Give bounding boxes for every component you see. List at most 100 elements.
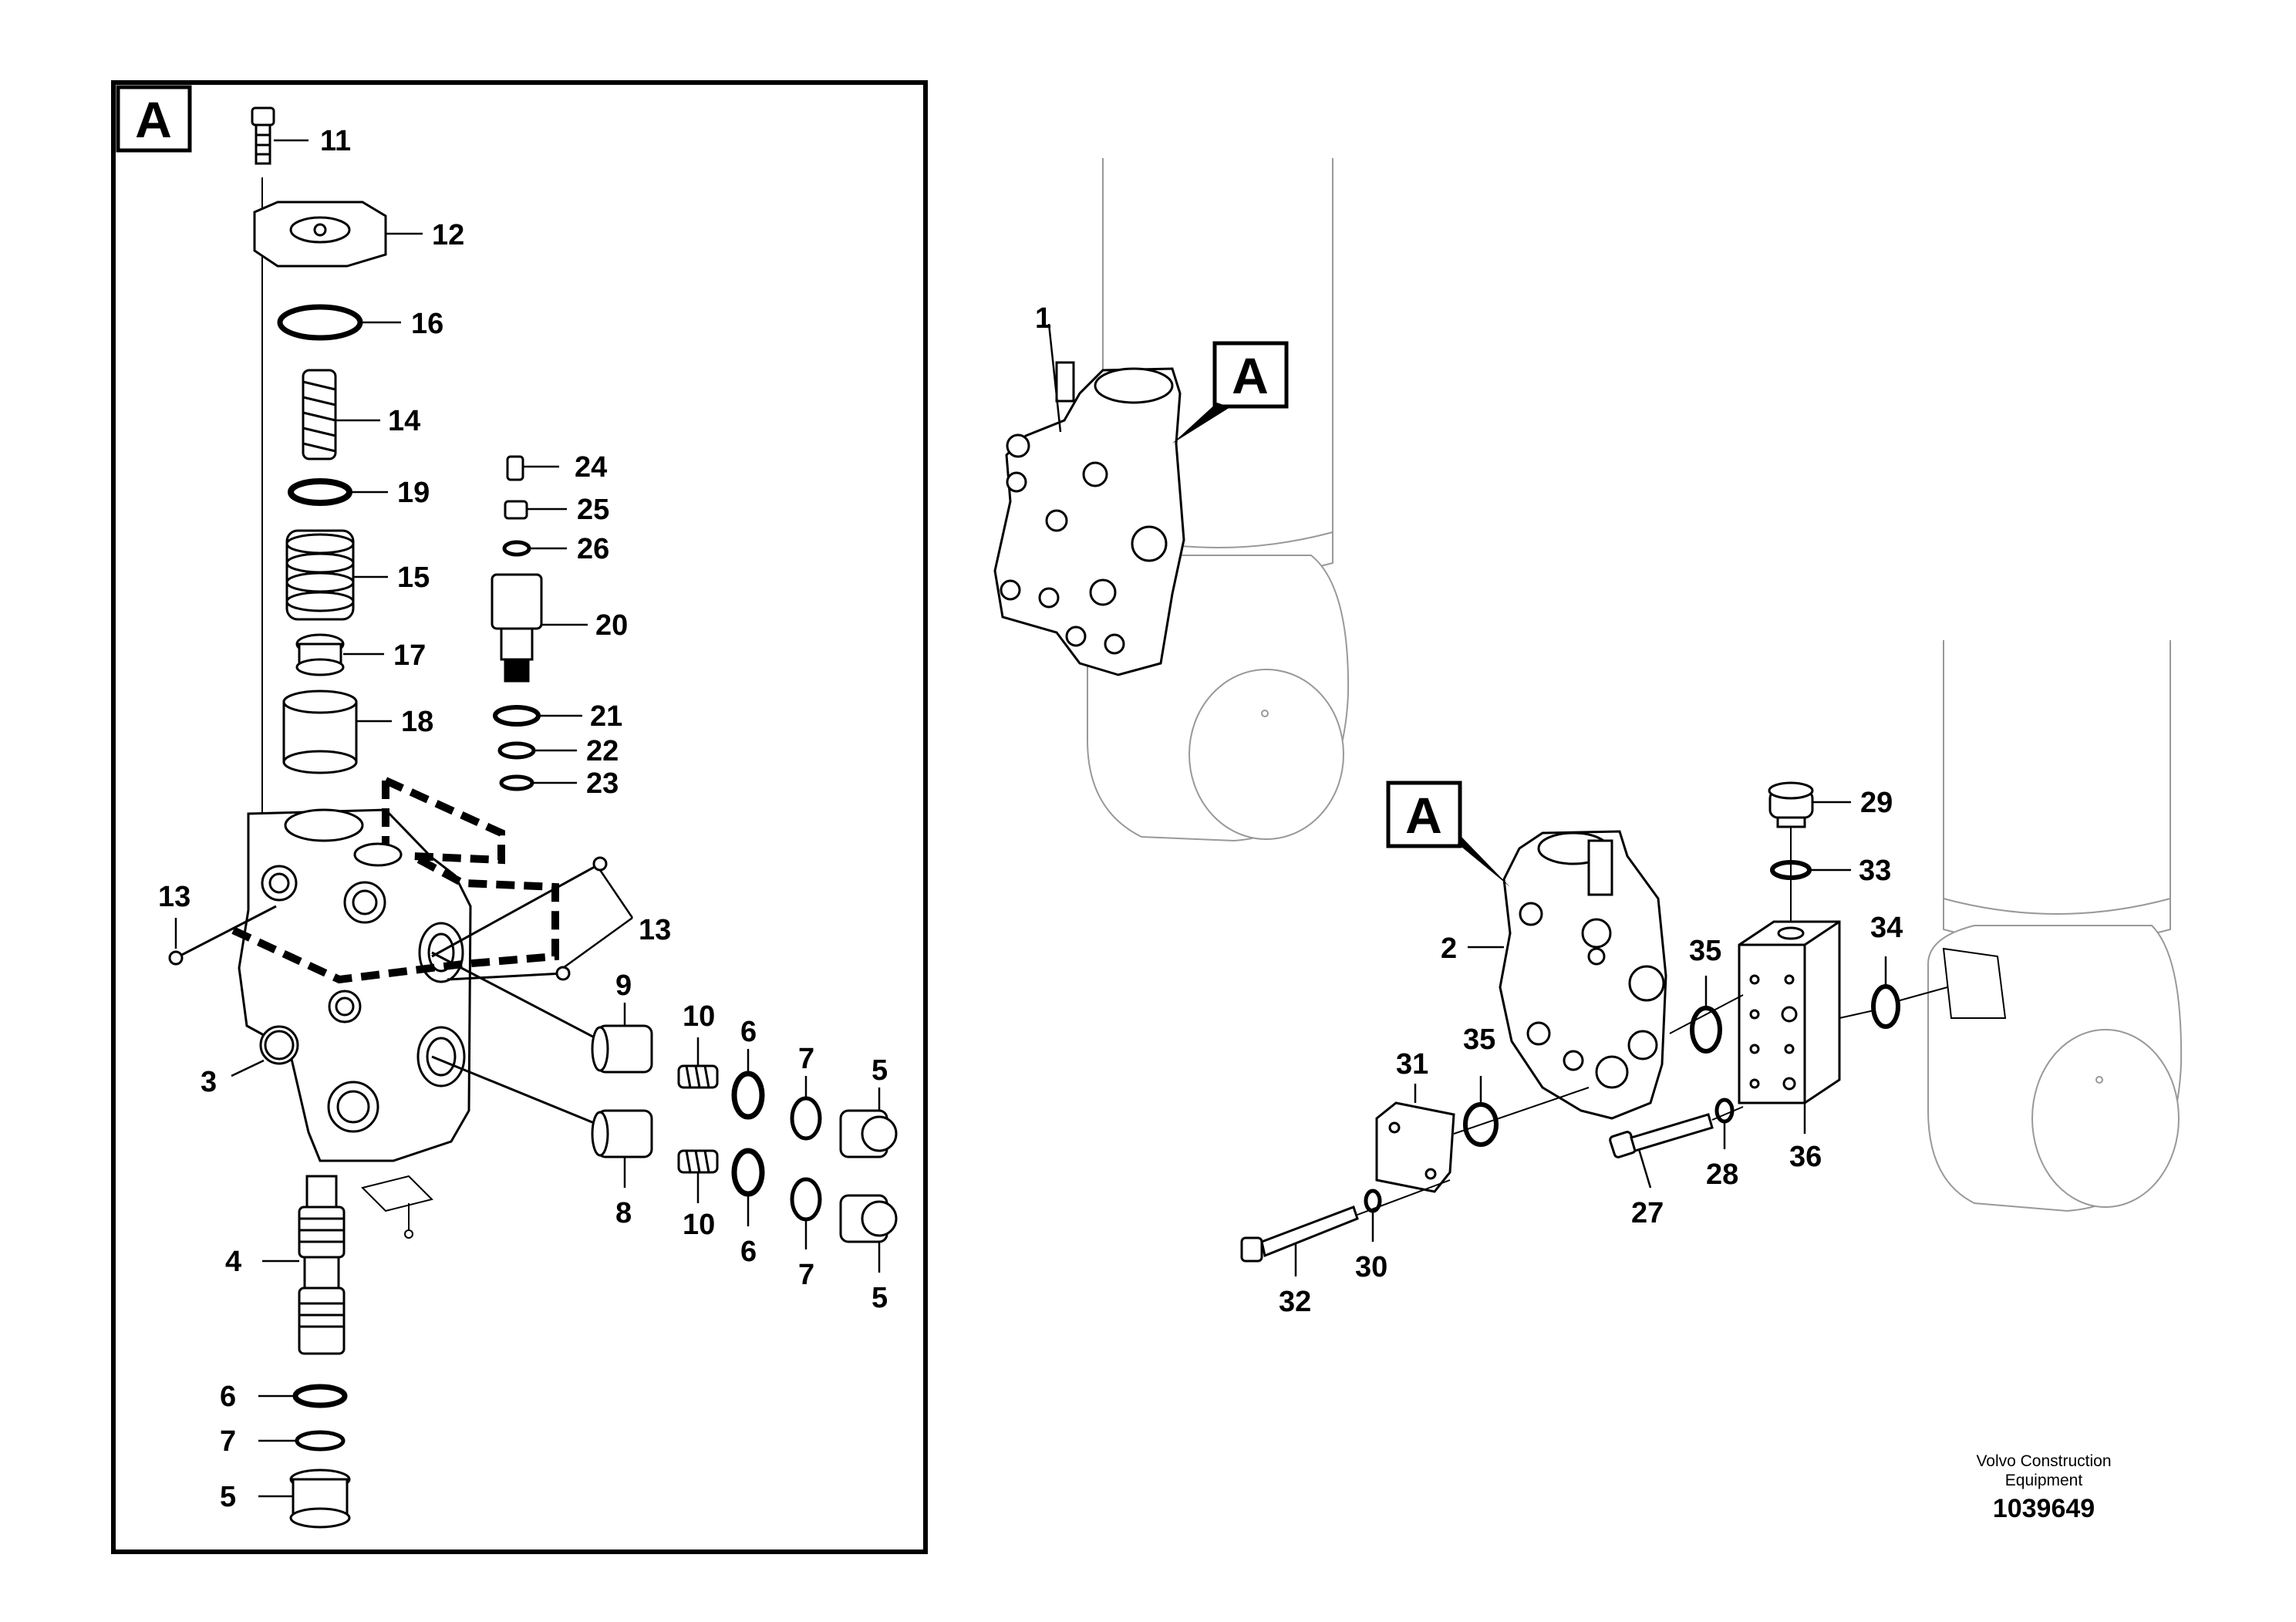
part-6-o-ring-bottom xyxy=(292,1384,348,1408)
part-21-o-ring xyxy=(493,705,541,727)
callout-8: 8 xyxy=(615,1197,632,1229)
callout-6-bottom: 6 xyxy=(220,1381,236,1413)
callout-23: 23 xyxy=(586,767,619,800)
part-28-washer xyxy=(1714,1098,1735,1124)
callout-16: 16 xyxy=(411,308,443,340)
part-5-plug-bottom xyxy=(289,1469,351,1529)
part-20-pressure-switch xyxy=(491,573,543,683)
callout-6-top: 6 xyxy=(740,1016,757,1048)
callout-28: 28 xyxy=(1706,1158,1738,1191)
part-17-seat xyxy=(295,633,345,676)
part-18-sleeve xyxy=(282,690,358,774)
part-36-block xyxy=(1738,920,1841,1104)
footer-doc-number: 1039649 xyxy=(1992,1494,2095,1523)
part-7-washers xyxy=(790,1096,822,1222)
part-27-bolt xyxy=(1609,1113,1714,1158)
callout-5-top: 5 xyxy=(872,1054,888,1087)
part-6-o-rings xyxy=(731,1071,765,1197)
callout-31: 31 xyxy=(1396,1048,1428,1081)
callout-18: 18 xyxy=(401,706,433,738)
part-4-spool xyxy=(298,1175,346,1355)
callout-13-right: 13 xyxy=(639,914,671,946)
leader-lines-right xyxy=(1294,801,1887,1276)
callout-21: 21 xyxy=(590,700,622,733)
leader-1 xyxy=(1047,323,1062,433)
part-8-plunger xyxy=(431,1055,653,1158)
callout-4: 4 xyxy=(225,1246,241,1278)
footer-brand-line1: Volvo Construction xyxy=(1976,1452,2112,1470)
valve-body-detail xyxy=(238,808,472,1162)
callout-19: 19 xyxy=(397,477,430,509)
part-34-o-ring xyxy=(1871,984,1900,1029)
data-plate xyxy=(361,1175,433,1239)
view-a-label-bottom: A xyxy=(1405,787,1442,844)
callout-27: 27 xyxy=(1631,1197,1664,1229)
callout-29: 29 xyxy=(1860,787,1893,819)
part-14-spring xyxy=(302,369,337,460)
callout-25: 25 xyxy=(577,494,609,526)
callout-7-top: 7 xyxy=(798,1043,814,1075)
view-a-reference-bottom: A xyxy=(1386,781,1510,887)
callout-32: 32 xyxy=(1279,1286,1311,1318)
part-16-o-ring xyxy=(277,304,363,341)
callout-36: 36 xyxy=(1789,1141,1822,1173)
callout-6-mid: 6 xyxy=(740,1236,757,1268)
callout-2: 2 xyxy=(1441,932,1457,965)
callout-26: 26 xyxy=(577,533,609,565)
part-11-bolt xyxy=(251,106,275,165)
valve-assembly-1 xyxy=(993,361,1185,676)
callout-30: 30 xyxy=(1355,1251,1387,1283)
detail-label: A xyxy=(135,91,172,148)
dashed-gasket xyxy=(229,777,559,984)
part-3-port xyxy=(264,1030,295,1061)
callout-11: 11 xyxy=(320,125,351,157)
part-15-spring xyxy=(285,529,355,621)
callout-12: 12 xyxy=(432,219,464,251)
cylinder-bottom xyxy=(1927,640,2183,1212)
footer-brand-line2: Equipment xyxy=(2004,1472,2083,1489)
part-29-plug xyxy=(1768,781,1814,828)
callout-5-mid: 5 xyxy=(872,1282,888,1314)
callouts-right: 2 29 33 35 34 31 35 36 28 27 30 32 xyxy=(1279,787,1903,1318)
callout-22: 22 xyxy=(586,735,619,767)
part-10-springs xyxy=(677,1064,719,1174)
view-a-label-top: A xyxy=(1232,347,1269,404)
callout-7-mid: 7 xyxy=(798,1259,814,1291)
valve-assembly-2 xyxy=(1499,830,1667,1120)
view-a-reference-top: A xyxy=(1172,341,1289,443)
part-19-washer xyxy=(288,478,352,506)
part-31-flange xyxy=(1375,1101,1455,1193)
leader-lines-detail xyxy=(174,139,881,1498)
assembly-lines-bottom xyxy=(1357,827,1948,1216)
callout-7-bottom: 7 xyxy=(220,1425,236,1458)
callout-24: 24 xyxy=(575,451,607,484)
part-32-bolt xyxy=(1240,1206,1359,1263)
callout-1: 1 xyxy=(1035,302,1051,335)
part-12-cover xyxy=(253,201,387,268)
callout-35-left: 35 xyxy=(1463,1023,1495,1056)
callout-13-left: 13 xyxy=(158,881,190,913)
part-5-plugs xyxy=(839,1109,898,1243)
part-13-pins xyxy=(168,856,608,981)
part-25-nut xyxy=(504,500,528,520)
detail-a-frame: A xyxy=(111,80,928,1554)
callout-17: 17 xyxy=(393,639,426,672)
callout-20: 20 xyxy=(595,609,628,642)
callout-5-bottom: 5 xyxy=(220,1481,236,1513)
callout-10-top: 10 xyxy=(683,1000,715,1033)
callout-33: 33 xyxy=(1859,855,1891,887)
callout-15: 15 xyxy=(397,561,430,594)
callout-34: 34 xyxy=(1870,912,1903,944)
callout-35-right: 35 xyxy=(1689,935,1721,967)
callout-10-bottom: 10 xyxy=(683,1209,715,1241)
part-23-o-ring xyxy=(499,774,534,791)
callout-3: 3 xyxy=(201,1066,217,1098)
callout-14: 14 xyxy=(388,405,420,437)
part-22-o-ring xyxy=(497,741,536,760)
part-26-ring xyxy=(502,540,531,557)
footer-brand: Volvo Construction Equipment xyxy=(1951,1452,2136,1490)
part-7-washer-bottom xyxy=(295,1430,346,1452)
part-24-screw xyxy=(506,455,524,481)
callout-9: 9 xyxy=(615,969,632,1002)
